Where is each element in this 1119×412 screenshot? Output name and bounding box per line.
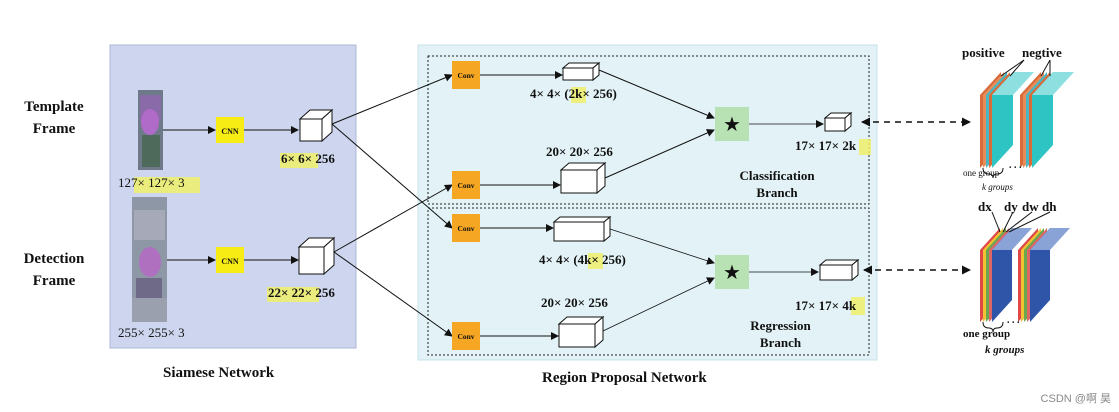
watermark: CSDN @啊 昊 <box>1040 393 1111 405</box>
svg-text:. . .: . . . <box>1009 160 1022 171</box>
rpn-panel <box>417 44 878 361</box>
cnn-label-detection: CNN <box>221 257 239 266</box>
classification-branch-label: Classification Branch <box>739 168 815 200</box>
reg-search-cube <box>557 315 605 349</box>
rpn-title: Region Proposal Network <box>542 370 707 386</box>
cnn-label-template: CNN <box>221 127 239 136</box>
cls-kernel-cube <box>561 61 601 82</box>
reg-one-group-label: one group <box>963 328 1011 340</box>
dy-label: dy <box>1004 199 1018 214</box>
regression-branch-label: Regression Branch <box>750 318 811 350</box>
template-frame-label: Template Frame <box>24 99 84 137</box>
template-feature-size: 6× 6× 256 <box>281 151 335 166</box>
cls-search-size: 20× 20× 256 <box>546 144 613 159</box>
cls-output-cube <box>823 111 853 133</box>
detection-feature-cube <box>297 236 336 276</box>
cnn-block-detection <box>216 247 244 273</box>
conv-block-cls-detection: Conv <box>452 171 480 199</box>
regression-branch-box <box>427 207 870 356</box>
svg-text:Conv: Conv <box>457 71 474 80</box>
conv-block-reg-detection: Conv <box>452 322 480 350</box>
conv-block-reg-template: Conv <box>452 214 480 242</box>
cls-kernel-size: 4× 4× (2k× 256) <box>530 86 617 101</box>
reg-output-cube <box>818 258 860 282</box>
reg-output-size: 17× 17× 4k <box>795 298 857 313</box>
cls-one-group-label: one group <box>963 168 1000 178</box>
template-size-label: 127× 127× 3 <box>118 175 185 190</box>
cls-correlation-symbol: ★ <box>723 114 741 136</box>
cnn-block-template <box>216 117 244 143</box>
dh-label: dh <box>1042 199 1057 214</box>
template-frame-image <box>138 90 163 170</box>
reg-kernel-size: 4× 4× (4k× 256) <box>539 252 626 267</box>
svg-text:Conv: Conv <box>457 332 474 341</box>
detection-feature-size: 22× 22× 256 <box>268 285 335 300</box>
reg-search-size: 20× 20× 256 <box>541 295 608 310</box>
template-feature-cube <box>298 108 334 143</box>
dx-label: dx <box>978 199 992 214</box>
cls-output-size: 17× 17× 2k <box>795 138 857 153</box>
reg-k-groups-label: k groups <box>985 344 1025 356</box>
classification-branch-box <box>427 55 870 205</box>
cls-correlation-block <box>715 107 749 141</box>
positive-label: positive <box>962 45 1005 60</box>
cls-search-cube <box>559 161 607 195</box>
reg-output-stack: . . . <box>980 211 1070 333</box>
svg-text:Conv: Conv <box>457 224 474 233</box>
cls-k-groups-label: k groups <box>982 182 1013 192</box>
cls-output-stack: . . . <box>980 59 1074 179</box>
svg-text:Conv: Conv <box>457 181 474 190</box>
detection-frame-image <box>132 197 167 322</box>
detection-frame-label: Detection Frame <box>23 251 85 289</box>
detection-size-label: 255× 255× 3 <box>118 325 185 340</box>
dw-label: dw <box>1022 199 1039 214</box>
conv-block-cls-template: Conv <box>452 61 480 89</box>
negative-label: negtive <box>1022 45 1062 60</box>
reg-correlation-symbol: ★ <box>723 262 741 284</box>
reg-correlation-block <box>715 255 749 289</box>
siamese-network-title: Siamese Network <box>163 365 275 381</box>
reg-kernel-cube <box>552 215 612 243</box>
svg-text:. . .: . . . <box>1007 315 1020 326</box>
